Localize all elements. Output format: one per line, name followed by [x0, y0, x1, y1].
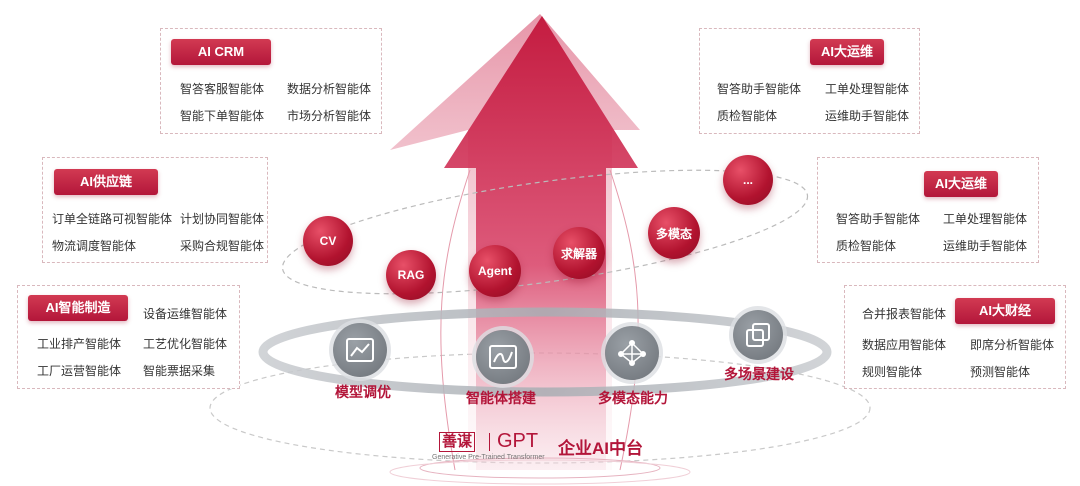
agent-label: 质检智能体	[717, 109, 778, 123]
agent-label: 质检智能体	[836, 239, 897, 253]
agent-label: 工艺优化智能体	[143, 337, 228, 351]
agent-label: 智能票据采集	[143, 364, 216, 378]
agent-label: 运维助手智能体	[825, 109, 910, 123]
logo-gpt: GPT	[497, 430, 539, 452]
agent-label: 智答客服智能体	[180, 82, 265, 96]
layers-icon	[733, 310, 783, 360]
agent-label: 工单处理智能体	[943, 212, 1028, 226]
agent-label: 智能下单智能体	[180, 109, 265, 123]
capability-label: 多模态能力	[598, 390, 668, 406]
orbit-node-solver: 求解器	[553, 227, 605, 279]
panel-title-ai-ops-mid: AI大运维	[924, 171, 998, 197]
agent-label: 智答助手智能体	[836, 212, 921, 226]
agent-label: 规则智能体	[862, 365, 923, 379]
agent-label: 智答助手智能体	[717, 82, 802, 96]
capability-label: 模型调优	[335, 384, 391, 400]
agent-label: 数据分析智能体	[287, 82, 372, 96]
chart-icon	[333, 323, 387, 377]
agent-label: 计划协同智能体	[180, 212, 265, 226]
orbit-node-agent: Agent	[469, 245, 521, 297]
capability-label: 智能体搭建	[466, 390, 536, 406]
panel-title-ai-manufacturing: AI智能制造	[28, 295, 128, 321]
agent-label: 即席分析智能体	[970, 338, 1055, 352]
platform-name: 企业AI中台	[558, 439, 643, 458]
agent-label: 工业排产智能体	[37, 337, 122, 351]
agent-label: 合并报表智能体	[862, 307, 947, 321]
panel-title-ai-finance: AI大财经	[955, 298, 1055, 324]
orbit-node-rag: RAG	[386, 250, 436, 300]
agent-label: 工厂运营智能体	[37, 364, 122, 378]
panel-title-ai-crm: AI CRM	[171, 39, 271, 65]
orbit-node-more: ...	[723, 155, 773, 205]
agent-label: 数据应用智能体	[862, 338, 947, 352]
logo-subtitle: Generative Pre-Trained Transformer	[432, 454, 545, 461]
orbit-node-cv: CV	[303, 216, 353, 266]
capability-label: 多场景建设	[724, 366, 794, 382]
agent-label: 市场分析智能体	[287, 109, 372, 123]
panel-title-ai-supply-chain: AI供应链	[54, 169, 158, 195]
logo-brand: 善谋	[439, 432, 476, 452]
agent-label: 物流调度智能体	[52, 239, 137, 253]
agent-label: 采购合规智能体	[180, 239, 265, 253]
agent-label: 预测智能体	[970, 365, 1031, 379]
orbit-ring	[281, 169, 809, 295]
agent-label: 订单全链路可视智能体	[52, 212, 173, 226]
agent-label: 运维助手智能体	[943, 239, 1028, 253]
agent-label: 工单处理智能体	[825, 82, 910, 96]
capability-ring	[258, 307, 832, 397]
logo-separator	[489, 433, 490, 451]
orbit-node-multimodal: 多模态	[648, 207, 700, 259]
panel-title-ai-ops-top: AI大运维	[810, 39, 884, 65]
agent-label: 设备运维智能体	[143, 307, 228, 321]
workflow-icon	[476, 330, 530, 384]
network-icon	[605, 326, 659, 380]
